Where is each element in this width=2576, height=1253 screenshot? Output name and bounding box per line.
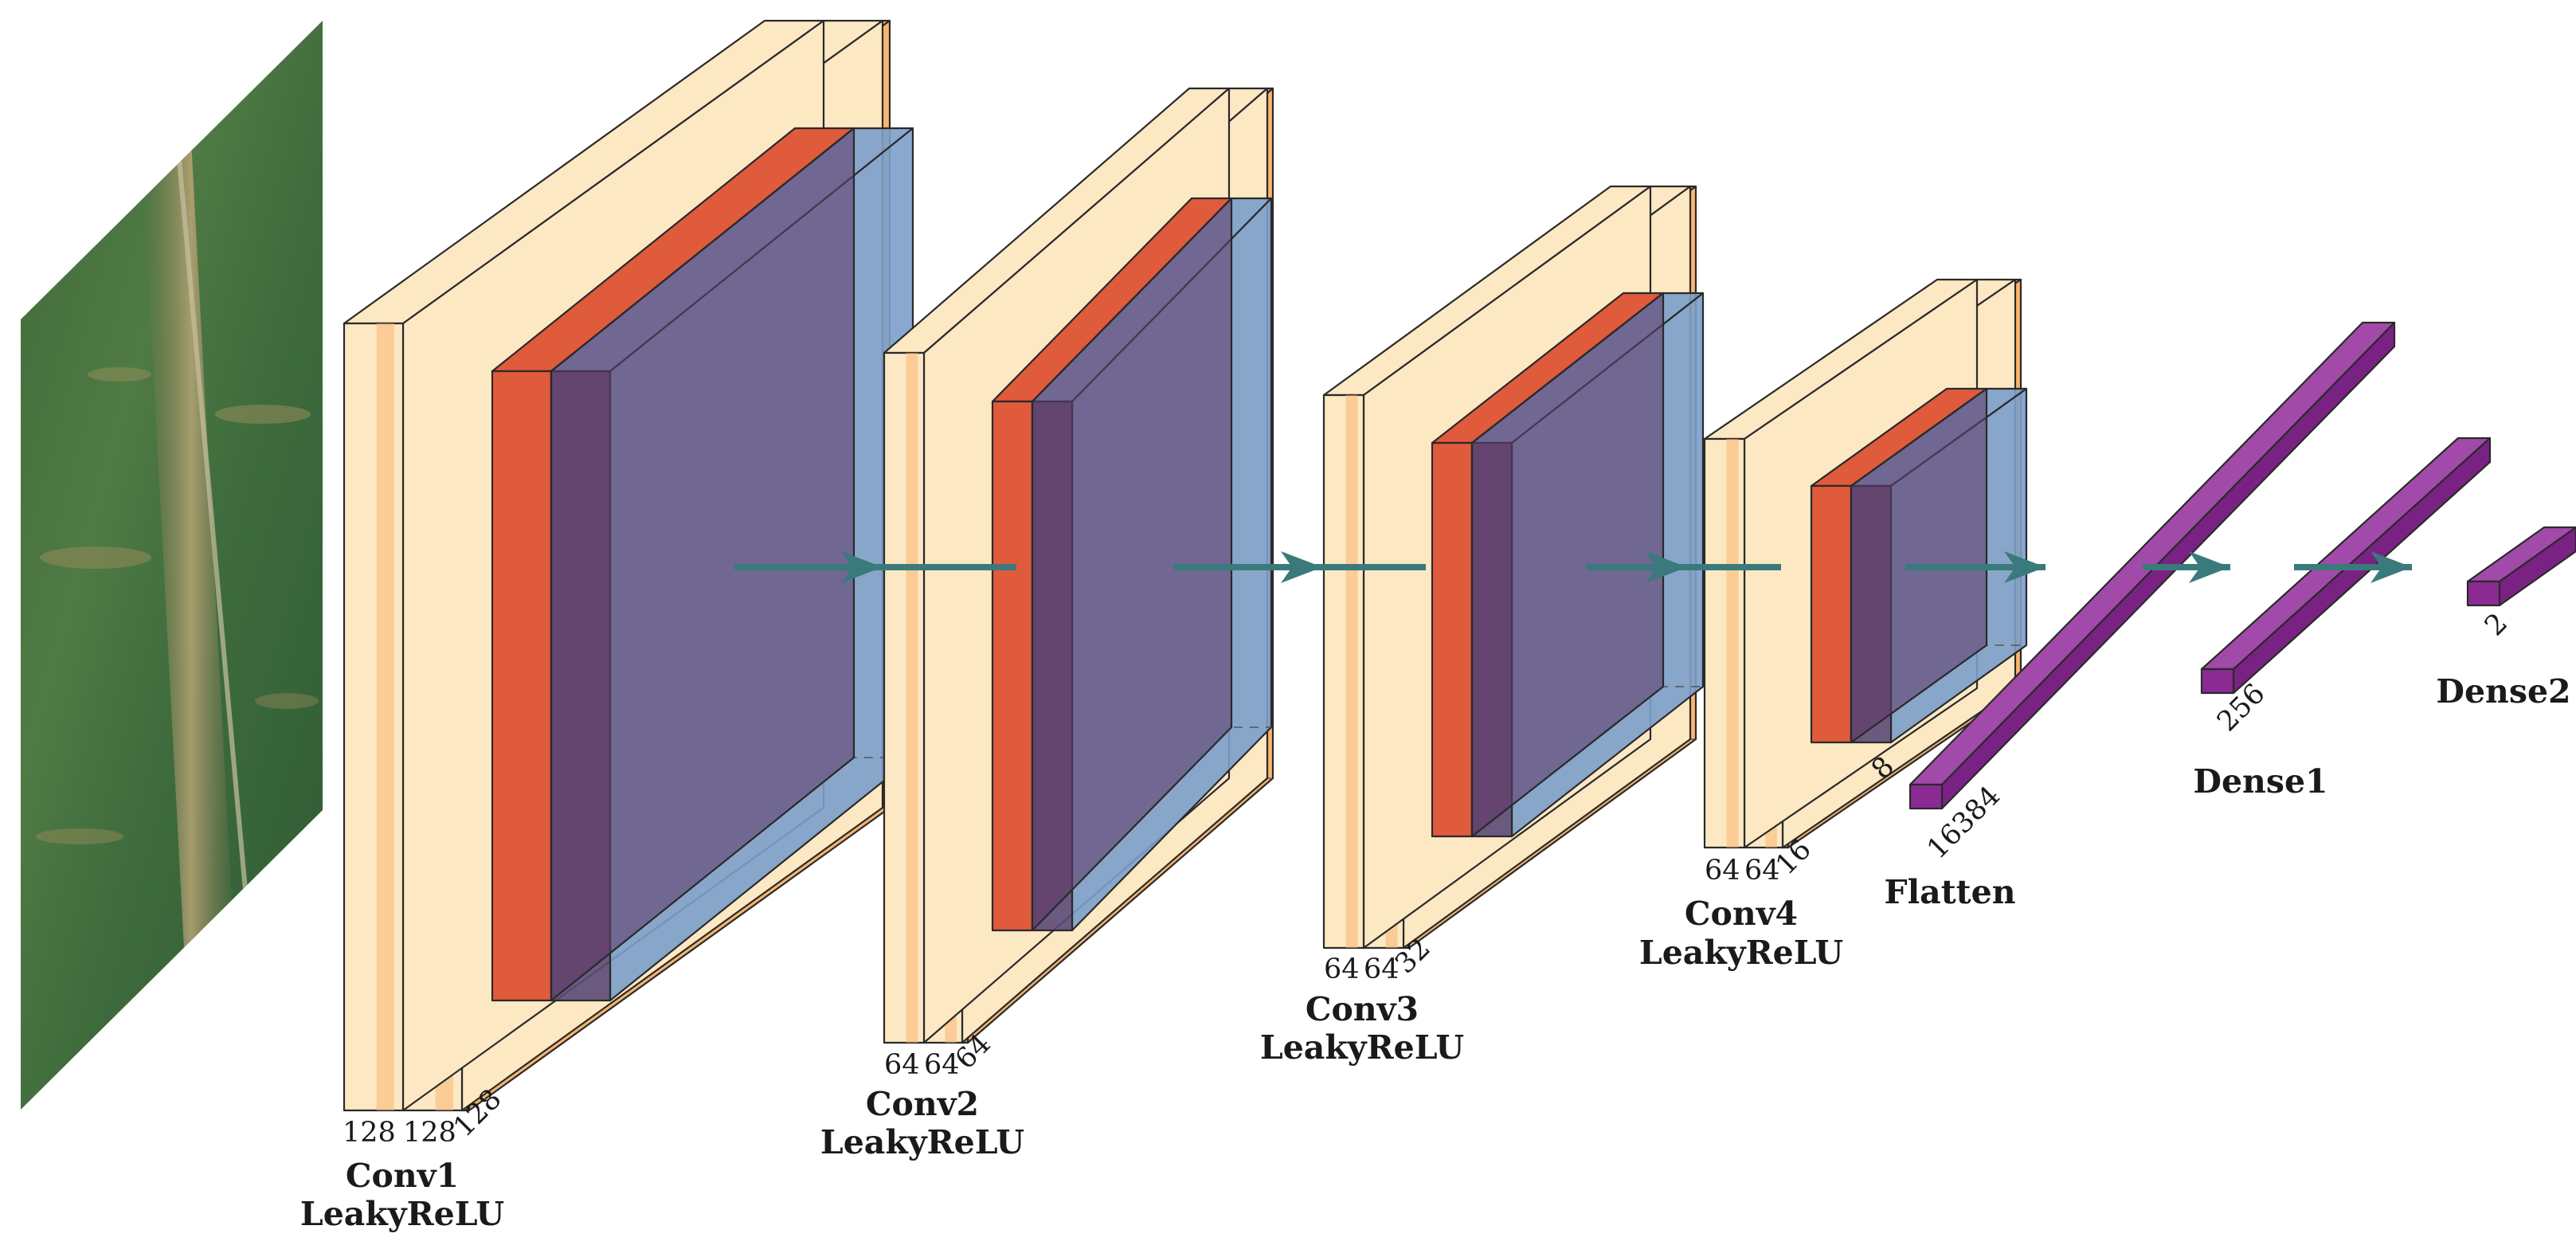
dense2-size-label: 2 (2479, 607, 2514, 642)
arrows-group (734, 551, 2412, 583)
block-activation-4: LeakyReLU (1639, 934, 1843, 972)
dim-label-2-b: 64 (924, 1049, 960, 1081)
block-name-2: Conv2 (866, 1085, 979, 1123)
block-name-1: Conv1 (346, 1157, 459, 1195)
dim-label-1-b: 128 (403, 1117, 456, 1149)
dim-label-1-a: 128 (343, 1117, 396, 1149)
flatten-label: Flatten (1884, 873, 2015, 911)
layers-group (343, 19, 2576, 1112)
arrow-head-1 (841, 551, 883, 583)
arrow-head-4 (2004, 551, 2046, 583)
dim-label-4-a: 64 (1705, 855, 1740, 887)
arrow-head-5 (2189, 551, 2230, 583)
activation-pool-1 (491, 127, 914, 1002)
block-activation-2: LeakyReLU (820, 1123, 1024, 1161)
block-activation-1: LeakyReLU (300, 1195, 504, 1233)
dense-bar-3 (2466, 526, 2576, 607)
dim-label-3-b: 64 (1364, 953, 1400, 985)
dim-label-3-a: 64 (1324, 953, 1360, 985)
block-activation-3: LeakyReLU (1260, 1028, 1464, 1067)
arrow-head-6 (2370, 551, 2412, 583)
block-name-4: Conv4 (1685, 895, 1798, 933)
block-name-3: Conv3 (1306, 990, 1419, 1028)
dim-label-2-a: 64 (884, 1049, 920, 1081)
dense1-label: Dense1 (2193, 762, 2327, 801)
dim-label-4-b: 64 (1744, 855, 1780, 887)
dense2-label: Dense2 (2436, 672, 2570, 711)
arrow-head-3 (1646, 551, 1687, 583)
activation-pool-3 (1431, 292, 1705, 838)
arrow-head-2 (1281, 551, 1322, 583)
input-image (21, 21, 323, 1110)
activation-pool-2 (991, 197, 1273, 932)
